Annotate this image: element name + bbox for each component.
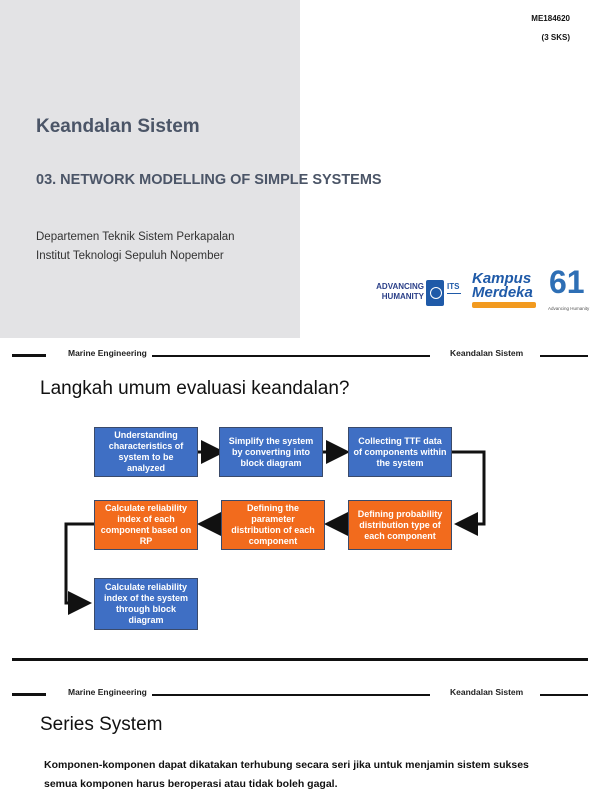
slide-heading: Langkah umum evaluasi keandalan? bbox=[40, 378, 350, 399]
its-logo-rule bbox=[447, 293, 461, 305]
header-left-label: Marine Engineering bbox=[68, 687, 147, 697]
flow-step-label: Simplify the system by converting into b… bbox=[228, 435, 314, 468]
header-rule bbox=[152, 694, 430, 696]
course-code: ME184620 bbox=[531, 14, 570, 23]
flow-step-label: Collecting TTF data of components within… bbox=[353, 435, 447, 468]
course-info: ME184620 (3 SKS) bbox=[531, 9, 570, 47]
its-logo: ITS bbox=[426, 278, 464, 310]
arrow-3-4 bbox=[452, 450, 486, 536]
flow-step-label: Understanding characteristics of system … bbox=[108, 430, 184, 473]
flow-step-2: Simplify the system by converting into b… bbox=[219, 427, 323, 477]
slide-body-text: Komponen-komponen dapat dikatakan terhub… bbox=[44, 759, 529, 790]
affiliation: Departemen Teknik Sistem Perkapalan Inst… bbox=[36, 228, 235, 266]
course-credits: (3 SKS) bbox=[541, 33, 570, 42]
department-name: Departemen Teknik Sistem Perkapalan bbox=[36, 231, 235, 243]
institute-name: Institut Teknologi Sepuluh Nopember bbox=[36, 250, 224, 262]
header-rule bbox=[12, 693, 46, 696]
logo-strip: ADVANCING HUMANITY ITS Kampus Merdeka 61… bbox=[370, 264, 590, 316]
flow-step-4: Defining probability distribution type o… bbox=[348, 500, 452, 550]
header-right-label: Keandalan Sistem bbox=[450, 348, 524, 358]
advancing-humanity-logo: ADVANCING HUMANITY bbox=[376, 282, 424, 301]
flow-step-label: Calculate reliability index of the syste… bbox=[103, 582, 189, 625]
flow-step-1: Understanding characteristics of system … bbox=[94, 427, 198, 477]
title-slide: ME184620 (3 SKS) Keandalan Sistem 03. NE… bbox=[0, 0, 600, 340]
kampus-merdeka-logo: Kampus Merdeka bbox=[468, 270, 540, 314]
its-logo-text: ITS bbox=[447, 282, 460, 291]
flow-step-label: Defining the parameter distribution of e… bbox=[231, 503, 315, 546]
slide-header: Marine Engineering Keandalan Sistem bbox=[12, 348, 588, 362]
header-rule bbox=[12, 354, 46, 357]
flow-step-label: Defining probability distribution type o… bbox=[357, 508, 443, 541]
flow-arrows bbox=[64, 440, 486, 615]
slide-bottom-rule bbox=[12, 658, 588, 661]
header-right-label: Keandalan Sistem bbox=[450, 687, 524, 697]
its-seal-icon bbox=[426, 280, 444, 306]
flow-step-5: Defining the parameter distribution of e… bbox=[221, 500, 325, 550]
header-rule bbox=[540, 694, 588, 696]
process-flowchart: Understanding characteristics of system … bbox=[0, 420, 600, 640]
header-rule bbox=[540, 355, 588, 357]
slide-title: Keandalan Sistem bbox=[36, 116, 200, 137]
header-left-label: Marine Engineering bbox=[68, 348, 147, 358]
flow-step-6: Calculate reliability index of each comp… bbox=[94, 500, 198, 550]
kampus-merdeka-bar bbox=[472, 302, 536, 308]
anniversary-caption: Advancing Humanity bbox=[548, 306, 590, 311]
flow-step-3: Collecting TTF data of components within… bbox=[348, 427, 452, 477]
flow-step-label: Calculate reliability index of each comp… bbox=[100, 503, 192, 546]
arrow-6-7 bbox=[64, 522, 94, 615]
anniversary-logo: 61 Advancing Humanity bbox=[546, 264, 590, 316]
anniversary-number: 61 bbox=[549, 264, 585, 300]
slide-heading: Series System bbox=[40, 714, 163, 735]
header-rule bbox=[152, 355, 430, 357]
title-panel bbox=[0, 0, 300, 338]
merdeka-text: Merdeka bbox=[472, 284, 533, 301]
slide-subtitle: 03. NETWORK MODELLING OF SIMPLE SYSTEMS bbox=[36, 172, 382, 188]
kampus-text: Kampus bbox=[472, 270, 532, 287]
flow-step-7: Calculate reliability index of the syste… bbox=[94, 578, 198, 630]
slide-header: Marine Engineering Keandalan Sistem bbox=[12, 687, 588, 701]
